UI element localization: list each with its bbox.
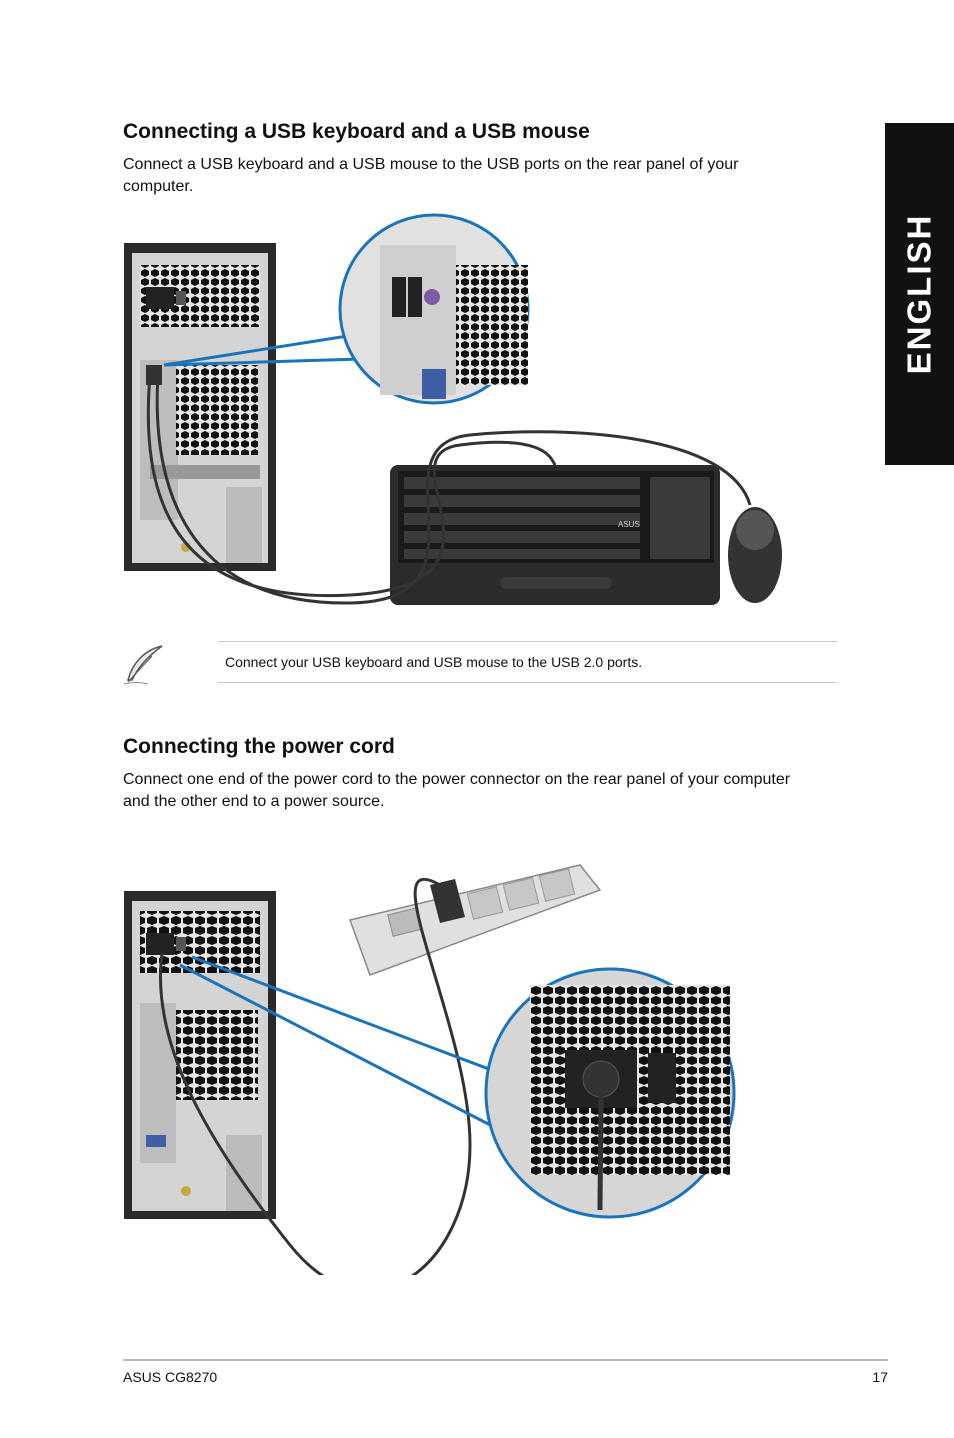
pc-tower-rear-power	[124, 891, 276, 1219]
usb-connection-illustration: ASUS	[124, 213, 782, 605]
pc-tower-rear	[124, 243, 276, 571]
usb-keyboard: ASUS	[390, 465, 720, 605]
section-body-usb: Connect a USB keyboard and a USB mouse t…	[123, 156, 739, 195]
language-tab: ENGLISH	[885, 123, 954, 465]
section-heading-usb: Connecting a USB keyboard and a USB mous…	[123, 120, 590, 143]
section-body-power: Connect one end of the power cord to the…	[123, 771, 791, 810]
feather-pen-icon	[123, 645, 163, 685]
usb-mouse	[728, 507, 782, 603]
note-box: Connect your USB keyboard and USB mouse …	[218, 641, 837, 683]
footer-divider	[123, 1359, 888, 1361]
power-strip	[349, 864, 602, 976]
keyboard-brand: ASUS	[618, 520, 640, 529]
note-text: Connect your USB keyboard and USB mouse …	[225, 654, 643, 670]
power-connector-callout	[179, 955, 736, 1219]
power-connection-illustration	[124, 864, 736, 1275]
page-number: 17	[872, 1369, 888, 1385]
section-heading-power: Connecting the power cord	[123, 735, 395, 758]
footer-model: ASUS CG8270	[123, 1369, 218, 1385]
language-tab-label: ENGLISH	[900, 213, 938, 375]
usb-port-callout	[163, 213, 530, 405]
